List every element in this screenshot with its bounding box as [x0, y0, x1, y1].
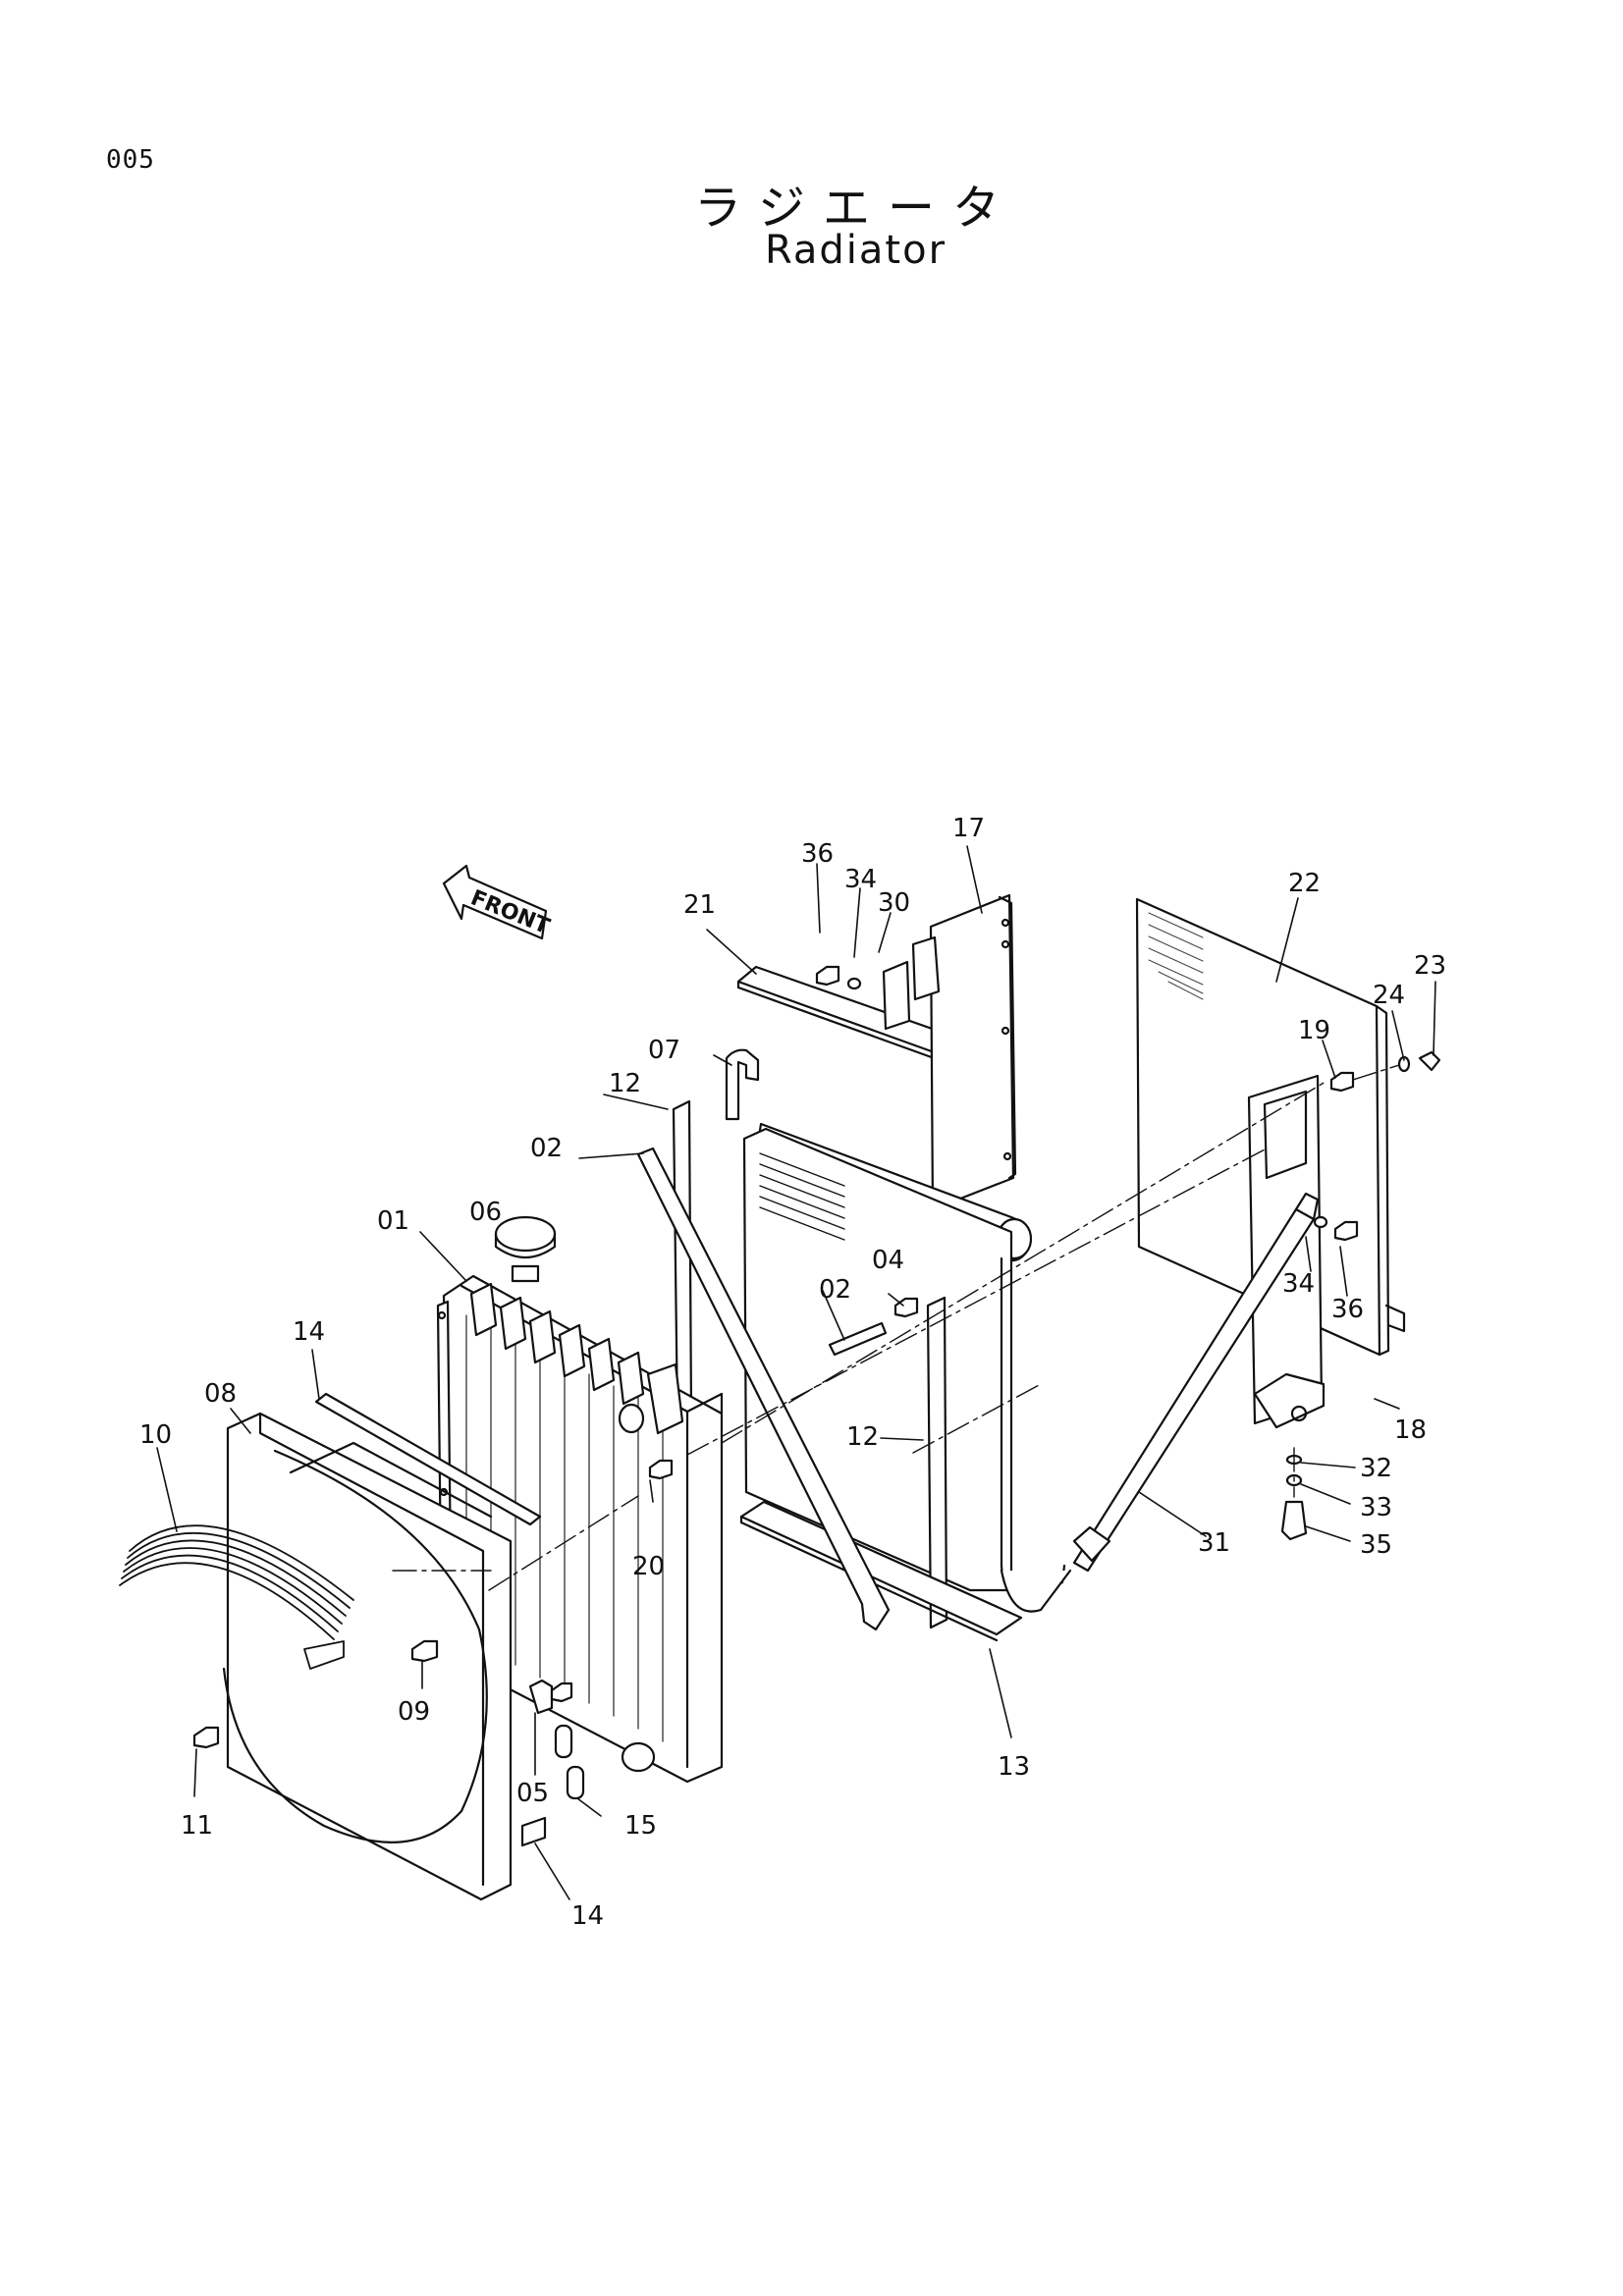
callout-19: 19 — [1298, 1016, 1330, 1045]
part-14-lower-block — [520, 1816, 547, 1847]
assembly-lines — [392, 1064, 1400, 1591]
callout-14-lower: 14 — [571, 1901, 604, 1931]
part-10-fan-guard — [119, 1524, 354, 1670]
callout-18: 18 — [1394, 1415, 1427, 1445]
callout-36-lower: 36 — [1331, 1295, 1364, 1324]
callout-labels: 01 02 02 04 05 06 07 08 09 10 11 12 12 1… — [139, 814, 1446, 1931]
callout-02-upper: 02 — [530, 1134, 563, 1163]
callout-36-upper: 36 — [801, 839, 834, 869]
callout-14-upper: 14 — [293, 1317, 325, 1347]
callout-11: 11 — [181, 1811, 213, 1841]
callout-17: 17 — [952, 814, 985, 843]
part-06-radiator-cap — [494, 1215, 557, 1283]
callout-31: 31 — [1198, 1528, 1230, 1558]
callout-01: 01 — [377, 1206, 409, 1236]
callout-07: 07 — [648, 1036, 680, 1065]
callout-30: 30 — [878, 888, 910, 918]
leader-lines — [156, 845, 1436, 1900]
title-japanese: ラジエータ — [693, 181, 1018, 236]
part-02-stay-long — [636, 1147, 891, 1631]
callout-22: 22 — [1288, 869, 1321, 898]
callout-12-left: 12 — [609, 1069, 641, 1098]
part-01-radiator-core — [436, 1274, 724, 1784]
callout-21: 21 — [683, 890, 716, 920]
callout-06: 06 — [469, 1198, 502, 1227]
callout-08: 08 — [204, 1379, 237, 1409]
fasteners — [192, 960, 1441, 1800]
part-02-stay-short — [828, 1321, 888, 1357]
callout-24: 24 — [1373, 981, 1405, 1010]
part-14-seal-bar-upper — [314, 1392, 542, 1526]
callout-13: 13 — [998, 1752, 1030, 1782]
front-label: FRONT — [467, 885, 553, 939]
part-31-stay-rod — [1072, 1192, 1320, 1573]
part-08-fan-shroud — [222, 1412, 513, 1901]
callout-02-lower: 02 — [819, 1275, 851, 1305]
part-17-upper-bracket — [911, 893, 1017, 1211]
callout-35: 35 — [1360, 1530, 1392, 1560]
callout-33: 33 — [1360, 1493, 1392, 1522]
callout-15: 15 — [624, 1811, 657, 1841]
title-english: Radiator — [764, 228, 947, 273]
callout-32: 32 — [1360, 1454, 1392, 1483]
part-12-support-right — [926, 1296, 948, 1629]
callout-34-lower: 34 — [1282, 1269, 1315, 1299]
callout-09: 09 — [398, 1697, 430, 1727]
front-arrow: FRONT — [442, 864, 553, 940]
callout-12-right: 12 — [846, 1422, 879, 1452]
callout-23: 23 — [1414, 951, 1446, 981]
callout-34-upper: 34 — [844, 865, 877, 894]
page-code: 005 — [106, 145, 155, 175]
callout-10: 10 — [139, 1420, 172, 1450]
callout-05: 05 — [516, 1779, 549, 1808]
callout-04: 04 — [872, 1246, 904, 1275]
callout-20: 20 — [632, 1552, 665, 1581]
